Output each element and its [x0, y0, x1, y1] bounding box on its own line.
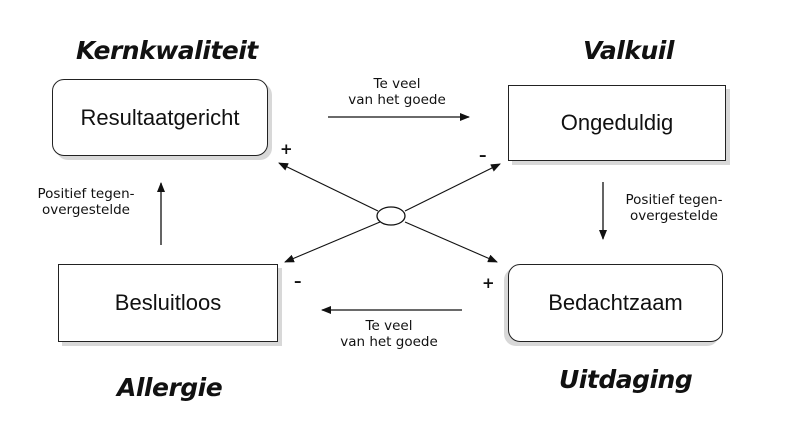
- sign-plus-bottom-right: +: [482, 274, 495, 292]
- box-besluitloos-label: Besluitloos: [114, 290, 222, 315]
- box-besluitloos: Besluitloos: [58, 264, 278, 342]
- box-ongeduldig-label: Ongeduldig: [560, 110, 674, 135]
- note-top-line2: van het goede: [348, 92, 446, 108]
- sign-plus-top-left: +: [280, 140, 293, 158]
- note-bottom: Te veel van het goede: [314, 318, 464, 350]
- note-left-line1: Positief tegen-: [37, 186, 135, 202]
- title-valkuil: Valkuil: [583, 36, 674, 65]
- note-left: Positief tegen- overgestelde: [22, 186, 150, 218]
- diagonal-to-bottom-right: [404, 221, 498, 263]
- note-bottom-line1: Te veel: [365, 318, 413, 334]
- box-resultaatgericht: Resultaatgericht: [52, 79, 268, 156]
- note-right: Positief tegen- overgestelde: [610, 192, 738, 224]
- note-top: Te veel van het goede: [322, 76, 472, 108]
- box-resultaatgericht-label: Resultaatgericht: [80, 104, 240, 130]
- note-left-line2: overgestelde: [41, 202, 130, 218]
- box-bedachtzaam-label: Bedachtzaam: [548, 290, 683, 315]
- diagonal-to-bottom-left: [284, 221, 381, 263]
- box-bedachtzaam: Bedachtzaam: [508, 264, 723, 342]
- sign-minus-top-right: –: [479, 146, 487, 164]
- title-allergie: Allergie: [117, 373, 223, 402]
- box-ongeduldig: Ongeduldig: [508, 85, 726, 161]
- diagonal-to-top-left: [278, 162, 379, 212]
- note-right-line2: overgestelde: [629, 208, 718, 224]
- title-kernkwaliteit: Kernkwaliteit: [76, 36, 258, 65]
- title-uitdaging: Uitdaging: [559, 365, 693, 394]
- note-right-line1: Positief tegen-: [625, 192, 723, 208]
- center-ellipse: [376, 206, 406, 226]
- note-top-line1: Te veel: [373, 76, 421, 92]
- diagonal-to-top-right: [404, 163, 501, 212]
- sign-minus-bottom-left: –: [294, 272, 302, 290]
- note-bottom-line2: van het goede: [340, 334, 438, 350]
